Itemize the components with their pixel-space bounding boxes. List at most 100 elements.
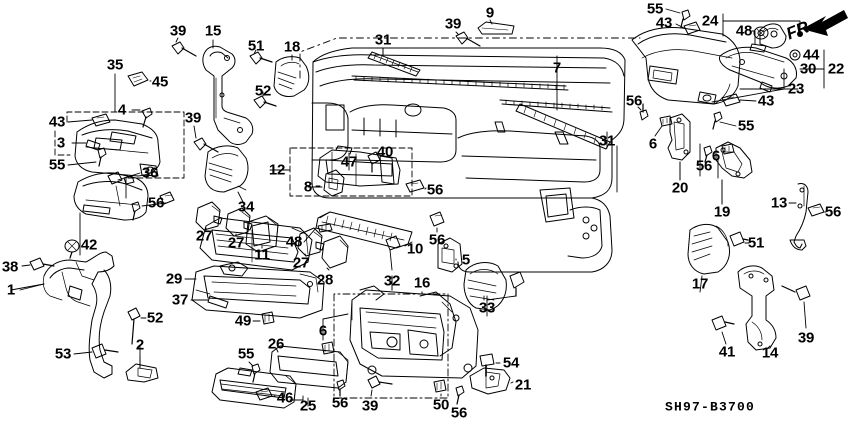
callout-number-27: 27 [227,234,245,252]
fastener-43-c [721,93,741,107]
fr-dot [797,31,803,37]
dashboard-main-body [311,47,626,273]
part-28-block [321,235,349,269]
part-36-clip [107,171,135,185]
callout-number-13: 13 [770,194,788,212]
callout-number-45: 45 [151,73,169,91]
fastener-38-bolt [29,257,55,271]
callout-number-31: 31 [374,31,392,49]
callout-number-5: 5 [461,251,471,269]
callout-number-24: 24 [701,12,719,30]
fastener-41-bolt [711,315,735,331]
fastener-51-a [249,51,273,65]
callout-number-56: 56 [625,92,643,110]
fastener-56-g [429,211,445,227]
callout-number-56: 56 [426,181,444,199]
part-27-block-b [225,207,253,237]
part-11-knob-housing [245,215,279,253]
part-24-bracket [749,23,787,53]
part-8-bracket [323,169,345,197]
callout-number-3: 3 [56,134,66,152]
part-27-block-a [195,201,223,231]
callout-number-43: 43 [655,14,673,32]
part-33-clip [509,271,525,297]
callout-number-39: 39 [444,15,462,33]
callout-number-33: 33 [478,299,496,317]
callout-number-39: 39 [184,109,202,127]
callout-number-6: 6 [318,322,328,340]
part-33-side-vent [463,262,507,311]
fastener-45-clip [127,71,149,87]
callout-number-55: 55 [737,117,755,135]
callout-number-15: 15 [204,22,222,40]
fastener-40-clip [367,151,381,173]
part-5-bracket [437,237,463,273]
callout-number-52: 52 [254,82,272,100]
fastener-55-a [97,147,107,167]
callout-number-20: 20 [671,179,689,197]
callout-number-6: 6 [648,135,658,153]
callout-number-56: 56 [331,394,349,412]
fastener-52-b [127,307,141,345]
callout-number-40: 40 [376,143,394,161]
callout-number-38: 38 [1,258,19,276]
callout-number-8: 8 [303,178,313,196]
fastener-52-a [253,95,277,109]
callout-number-43: 43 [757,92,775,110]
callout-number-32: 32 [383,272,401,290]
fastener-39-e [781,285,811,301]
callout-number-2: 2 [135,336,145,354]
callout-number-31: 31 [598,132,616,150]
callout-number-9: 9 [485,4,495,22]
part-13-rod [789,183,809,251]
part-34-vent [204,145,249,193]
fastener-56-f [455,385,465,405]
part-21-bracket [469,367,511,395]
callout-number-17: 17 [691,275,709,293]
callout-number-16: 16 [413,274,431,292]
fastener-43-b [683,21,701,35]
fastener-56-d [807,203,825,217]
callout-number-39: 39 [361,397,379,415]
callout-number-52: 52 [146,309,164,327]
callout-number-1: 1 [6,281,16,299]
part-25-vent-louver [211,367,297,409]
fastener-56-h [159,191,175,205]
callout-number-47: 47 [340,153,358,171]
part-15-bracket [202,45,254,145]
fr-arrow-icon [802,10,848,36]
callout-number-56: 56 [824,203,842,221]
fastener-39-a [171,41,197,57]
callout-number-11: 11 [254,246,270,264]
callout-number-23: 23 [787,80,805,98]
callout-number-39: 39 [797,329,815,347]
part-code-label: SH97-B3700 [664,399,756,415]
callout-number-30: 30 [799,60,817,78]
fastener-46-clip [255,387,273,401]
callout-number-49: 49 [234,312,252,330]
part-37-trim-strip [207,295,229,309]
fastener-56-a [405,179,425,193]
callout-number-55: 55 [48,156,66,174]
callout-number-12: 12 [268,161,286,179]
callout-number-39: 39 [169,22,187,40]
callout-number-56: 56 [147,194,165,212]
callout-number-37: 37 [171,291,189,309]
callout-number-48: 48 [735,22,753,40]
callout-number-4: 4 [117,101,127,119]
callout-number-35: 35 [106,56,124,74]
callout-number-42: 42 [80,236,98,254]
fastener-39-d [367,375,393,389]
part-48-clip-b [317,223,333,233]
callout-number-18: 18 [283,38,301,56]
part-2-bracket [125,363,159,383]
callout-number-55: 55 [646,0,664,18]
callout-number-50: 50 [432,396,450,414]
callout-number-27: 27 [292,254,310,272]
part-32-clip [385,235,401,271]
callout-number-25: 25 [299,397,317,415]
callout-number-46: 46 [276,389,294,407]
fastener-43-a [91,113,111,127]
callout-number-48: 48 [285,233,303,251]
